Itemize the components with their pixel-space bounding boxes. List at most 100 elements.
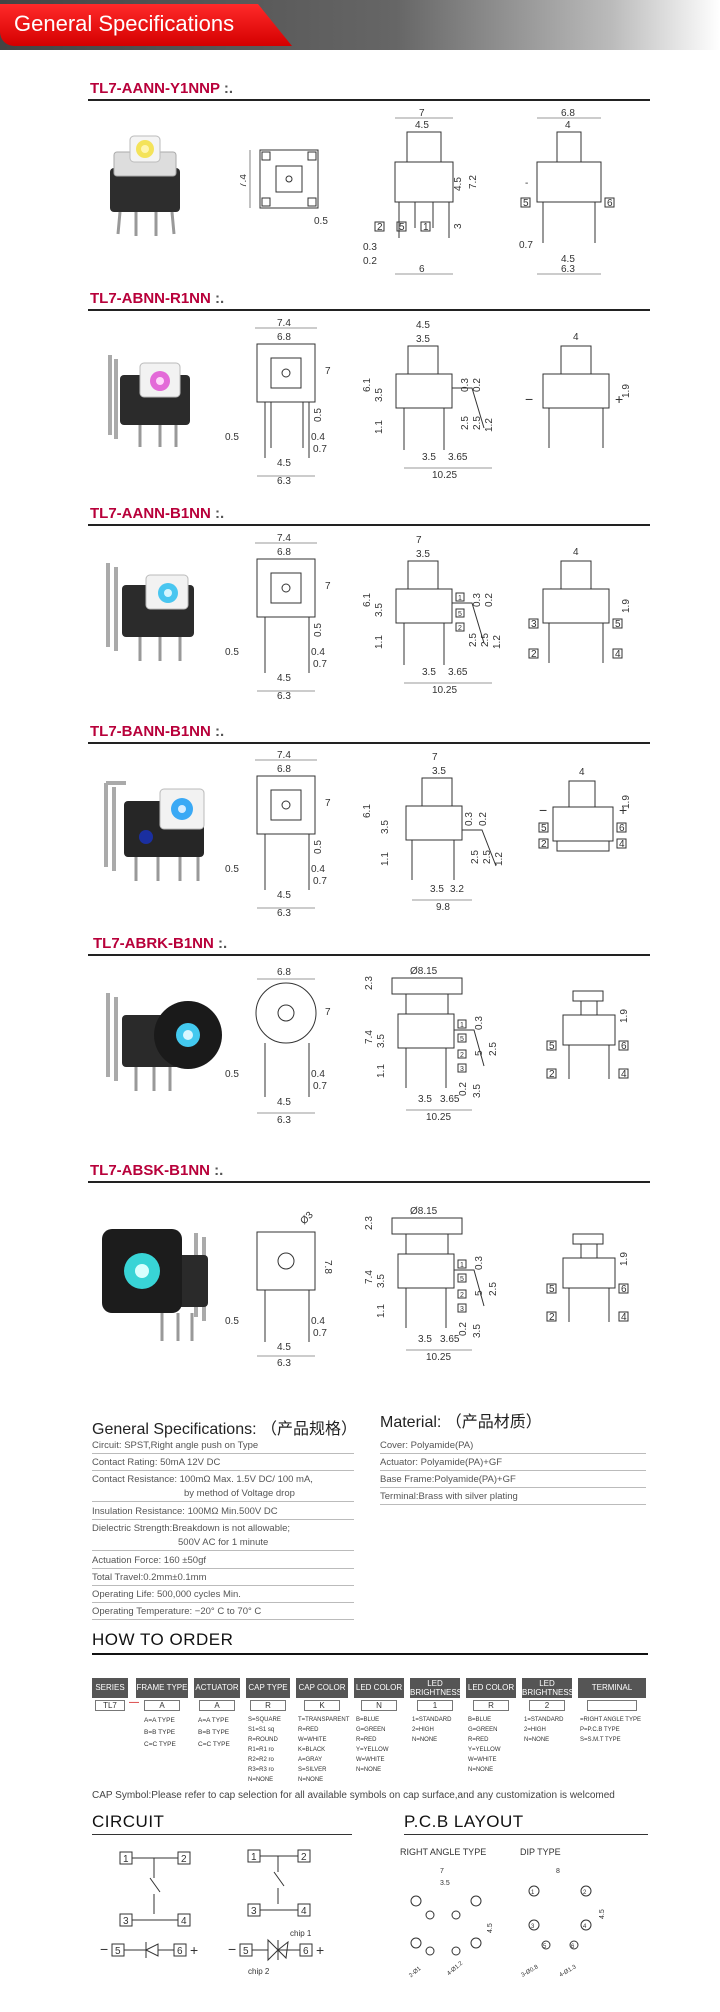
pcb-subtitle: RIGHT ANGLE TYPE <box>400 1847 486 1857</box>
dim-label: 3.5 <box>380 820 391 834</box>
dim-label: 7.8 <box>322 1260 333 1274</box>
page-title: General Specifications <box>14 11 235 36</box>
pin-label: 2 <box>301 1852 307 1863</box>
dim-label: 2.5 <box>470 850 481 864</box>
pcb-dim: 7 <box>440 1868 444 1875</box>
dim-label: 0.5 <box>225 1069 239 1080</box>
order-option: R3=R3 ro <box>248 1767 274 1773</box>
pin-label: 2 <box>541 839 547 850</box>
pin-label: 5 <box>523 198 529 209</box>
dim-label: 0.2 <box>363 256 377 267</box>
drawing-top-view-6: Ø3 7.8 0.5 0.4 0.7 4.5 6.3 <box>225 1200 340 1370</box>
dim-label: 7.4 <box>277 533 291 544</box>
model-divider-6 <box>88 1181 650 1183</box>
drawing-end-view-2: 4 − + 1.9 <box>525 330 635 460</box>
dim-label: 4.5 <box>277 890 291 901</box>
pin-label: 5 <box>399 222 405 233</box>
order-col-head: CAP TYPE <box>246 1678 290 1698</box>
dim-label: 7 <box>325 1007 331 1018</box>
dim-label: 2.5 <box>460 416 471 430</box>
dim-label: 4.5 <box>561 254 575 265</box>
pcb-dim: 2-Ø1 <box>408 1966 423 1980</box>
model-title-6: TL7-ABSK-B1NN :. <box>90 1162 224 1179</box>
order-option: Y=YELLOW <box>468 1747 501 1753</box>
dim-label: 3.65 <box>440 1094 460 1105</box>
pcb-right-angle-layout: RIGHT ANGLE TYPE 7 3.5 4.5 2-Ø1 4-Ø1.2 <box>396 1845 516 1985</box>
order-option: A=GRAY <box>298 1757 323 1763</box>
header-banner: General Specifications <box>0 0 720 50</box>
dim-label: 4.5 <box>277 1097 291 1108</box>
product-photo-3 <box>96 555 216 670</box>
dim-label: 6.3 <box>277 1358 291 1369</box>
order-col-head: LED BRIGHTNESS <box>522 1678 575 1698</box>
pin-label: 4 <box>619 839 625 850</box>
pin-label: 6 <box>303 1946 309 1957</box>
order-option: C=C TYPE <box>198 1741 230 1748</box>
pin-label: 2 <box>531 649 537 660</box>
dim-label: 6.8 <box>277 332 291 343</box>
model-title-2: TL7-ABNN-R1NN :. <box>90 290 225 307</box>
dim-label: 0.2 <box>484 593 495 607</box>
dim-label: 7.2 <box>468 175 479 189</box>
order-col-head: SERIES <box>92 1678 128 1698</box>
product-photo-2 <box>100 345 210 455</box>
dim-label: 0.2 <box>472 378 483 392</box>
order-col-options: A=A TYPE B=B TYPE C=C TYPE <box>194 1711 240 1751</box>
order-option: B=BLUE <box>356 1717 380 1723</box>
dim-label: 2.3 <box>364 976 375 990</box>
order-option: S=SQUARE <box>248 1717 281 1723</box>
dim-label: 3.5 <box>430 884 444 895</box>
dim-label: Ø8.15 <box>410 966 438 977</box>
order-col-cap-color: CAP COLOR K T=TRANSPARENT R=RED W=WHITE … <box>296 1678 349 1785</box>
dim-label: 0.5 <box>313 623 324 637</box>
drawing-side-view-4: 7 3.5 6.1 3.5 1.1 0.3 0.2 2.5 2.5 1.2 3.… <box>362 750 512 920</box>
order-option: R2=R2 ro <box>248 1757 274 1763</box>
order-col-code: A <box>144 1700 180 1711</box>
circuit-diagram-dual: 1 2 3 4 chip 1 − 5 6 + chip 2 <box>228 1840 348 1980</box>
pin-sign: + <box>615 391 623 407</box>
dim-label: 3.5 <box>418 1334 432 1345</box>
order-col-options: T=TRANSPARENT R=RED W=WHITE K=BLACK A=GR… <box>296 1711 349 1785</box>
pin-label: 5 <box>115 1946 121 1957</box>
product-photo-5 <box>96 985 226 1100</box>
dim-label: 4 <box>573 332 579 343</box>
order-option: A=A TYPE <box>198 1717 229 1724</box>
dim-label: 1.1 <box>376 1064 387 1078</box>
drawing-top-view-2: 7.4 6.8 7 0.5 0.4 0.7 4.5 6.3 0.5 <box>225 318 340 488</box>
order-col-series: SERIES TL7 <box>92 1678 128 1711</box>
order-col-code: TL7 <box>95 1700 125 1711</box>
dim-label: 2.5 <box>488 1282 499 1296</box>
dim-label: 7 <box>325 366 331 377</box>
order-col-actuator: ACTUATOR A A=A TYPE B=B TYPE C=C TYPE <box>194 1678 240 1751</box>
dim-label: 1.9 <box>621 795 632 809</box>
dim-label: 0.3 <box>464 812 475 826</box>
pin-label: 3 <box>460 1066 464 1073</box>
dim-label: 1.2 <box>494 852 505 866</box>
pin-label: 1 <box>460 1262 464 1269</box>
pin-label: 5 <box>615 619 621 630</box>
pin-label: 5 <box>243 1946 249 1957</box>
model-divider-3 <box>88 524 650 526</box>
pin-sign: + <box>190 1942 198 1958</box>
cap-symbol-note: CAP Symbol:Please refer to cap selection… <box>92 1790 615 1801</box>
dim-label: 10.25 <box>426 1112 451 1123</box>
pin-label: 1 <box>423 222 429 233</box>
dim-label: 6.3 <box>277 1115 291 1125</box>
circuit-divider <box>92 1834 352 1835</box>
dim-label: 1.9 <box>621 384 632 398</box>
dim-label: 4.5 <box>277 1342 291 1353</box>
drawing-side-view-2: 4.5 3.5 6.1 3.5 1.1 0.3 0.2 2.5 2.5 1.2 … <box>360 318 510 488</box>
pcb-dim: 4.5 <box>599 1909 606 1919</box>
order-option: R1=R1 ro <box>248 1747 274 1753</box>
order-col-head: LED COLOR <box>354 1678 404 1698</box>
dim-label: 4 <box>573 547 579 558</box>
dim-label: 0.5 <box>313 840 324 854</box>
order-divider <box>92 1653 648 1655</box>
chip-label: chip 1 <box>290 1929 312 1938</box>
dim-label: 3.5 <box>472 1324 483 1338</box>
dim-label: 5 <box>474 1290 485 1296</box>
product-photo-6 <box>98 1225 228 1350</box>
order-col-options: B=BLUE G=GREEN R=RED Y=YELLOW W=WHITE N=… <box>466 1711 516 1775</box>
spec-line: Actuation Force: 160 ±50gf <box>92 1555 354 1569</box>
model-divider-2 <box>88 309 650 311</box>
